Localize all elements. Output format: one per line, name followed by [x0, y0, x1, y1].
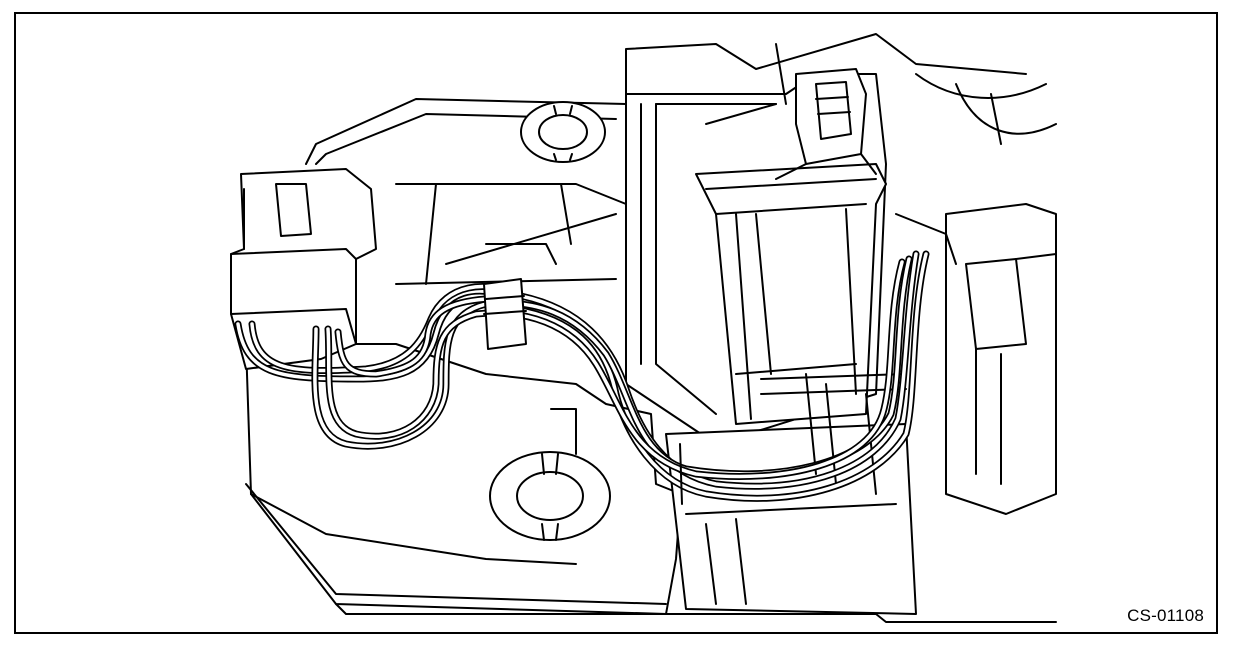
- left-connector: [230, 168, 377, 370]
- bolt-hole-upper: [520, 101, 606, 163]
- latch-connector: [695, 68, 887, 425]
- figure-frame: CS-01108: [14, 12, 1218, 634]
- right-bracket: [895, 73, 1057, 515]
- wiring-harness: [234, 250, 930, 505]
- figure-code: CS-01108: [1125, 606, 1206, 626]
- bolt-hole-lower: [489, 408, 611, 541]
- harness-illustration: [230, 33, 1057, 623]
- clip-icon: [483, 278, 527, 350]
- rib-structure: [395, 183, 627, 285]
